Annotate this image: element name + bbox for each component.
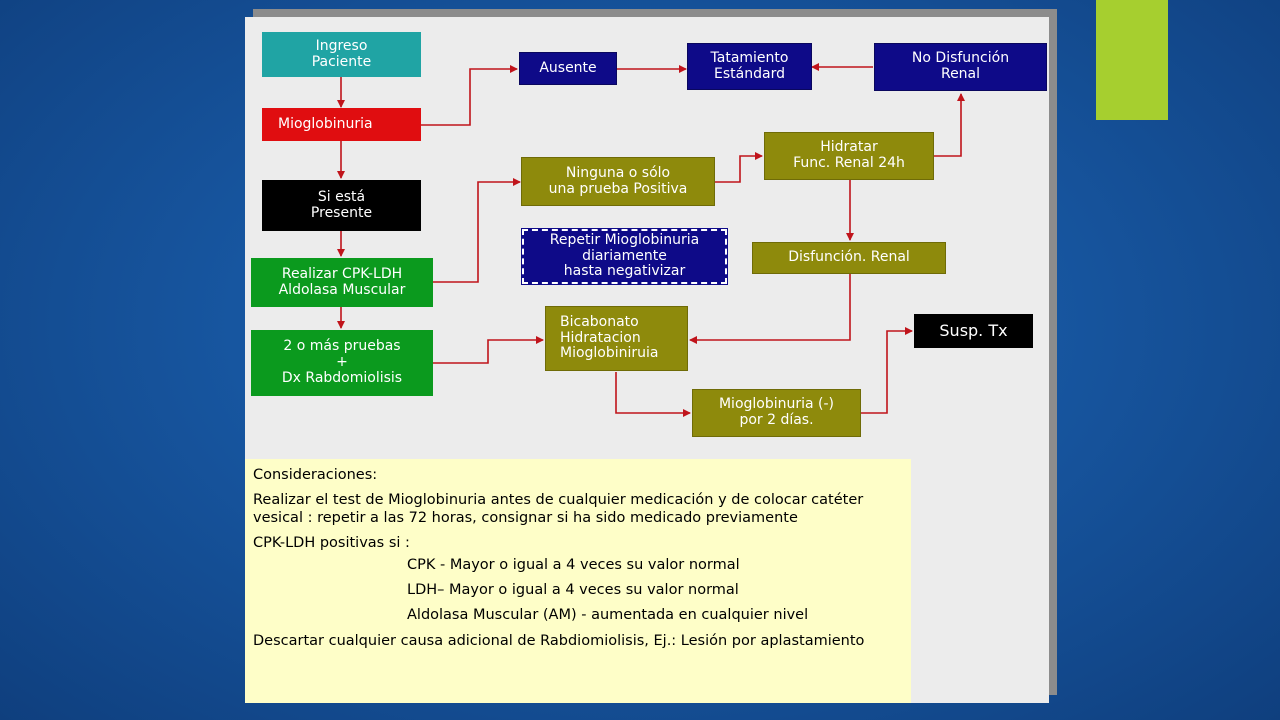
notes-cpk-intro: CPK-LDH positivas si : [253, 535, 410, 552]
mioglobinuria-negativa-box: Mioglobinuria (-) por 2 días. [692, 389, 861, 437]
arrow-miogneg-susp [861, 327, 913, 414]
si-esta-presente-box: Si está Presente [262, 180, 421, 231]
consideraciones-notes: Consideraciones: Realizar el test de Mio… [245, 459, 911, 703]
bicabonato-box: Bicabonato Hidratacion Mioglobiniruia [545, 306, 688, 371]
dos-pruebas-box: 2 o más pruebas + Dx Rabdomiolisis [251, 330, 433, 396]
realizar-cpk-ldh-box: Realizar CPK-LDH Aldolasa Muscular [251, 258, 433, 307]
accent-bar [1096, 0, 1168, 120]
notes-paragraph-test: Realizar el test de Mioglobinuria antes … [253, 492, 864, 526]
arrow-realizar-ninguna [433, 178, 521, 283]
disfuncion-renal-box: Disfunción. Renal [752, 242, 946, 274]
arrow-mioglobinuria-ausente [421, 65, 518, 126]
notes-cpk-criterion: CPK - Mayor o igual a 4 veces su valor n… [407, 556, 740, 573]
repetir-mioglobinuria-box: Repetir Mioglobinuria diariamente hasta … [521, 228, 728, 285]
arrow-ninguna-hidratar [715, 152, 763, 183]
arrow-bicabonato-miogneg [615, 372, 691, 417]
arrow-2pruebas-bicabonato [433, 336, 544, 364]
notes-title: Consideraciones: [253, 467, 378, 483]
arrow-hidratar-nodisfuncion [934, 93, 965, 157]
tatamiento-estandard-box: Tatamiento Estándard [687, 43, 812, 90]
notes-am-criterion: Aldolasa Muscular (AM) - aumentada en cu… [407, 607, 809, 624]
ingreso-paciente-box: Ingreso Paciente [262, 32, 421, 77]
ninguna-prueba-box: Ninguna o sólo una prueba Positiva [521, 157, 715, 206]
arrow-disfuncion-bicabonato [689, 274, 851, 344]
ausente-box: Ausente [519, 52, 617, 85]
notes-ldh-criterion: LDH– Mayor o igual a 4 veces su valor no… [407, 581, 739, 598]
notes-paragraph-descartar: Descartar cualquier causa adicional de R… [253, 632, 865, 649]
susp-tx-box: Susp. Tx [914, 314, 1033, 348]
no-disfuncion-renal-box: No Disfunción Renal [874, 43, 1047, 91]
mioglobinuria-box: Mioglobinuria [262, 108, 421, 141]
hidratar-box: Hidratar Func. Renal 24h [764, 132, 934, 180]
